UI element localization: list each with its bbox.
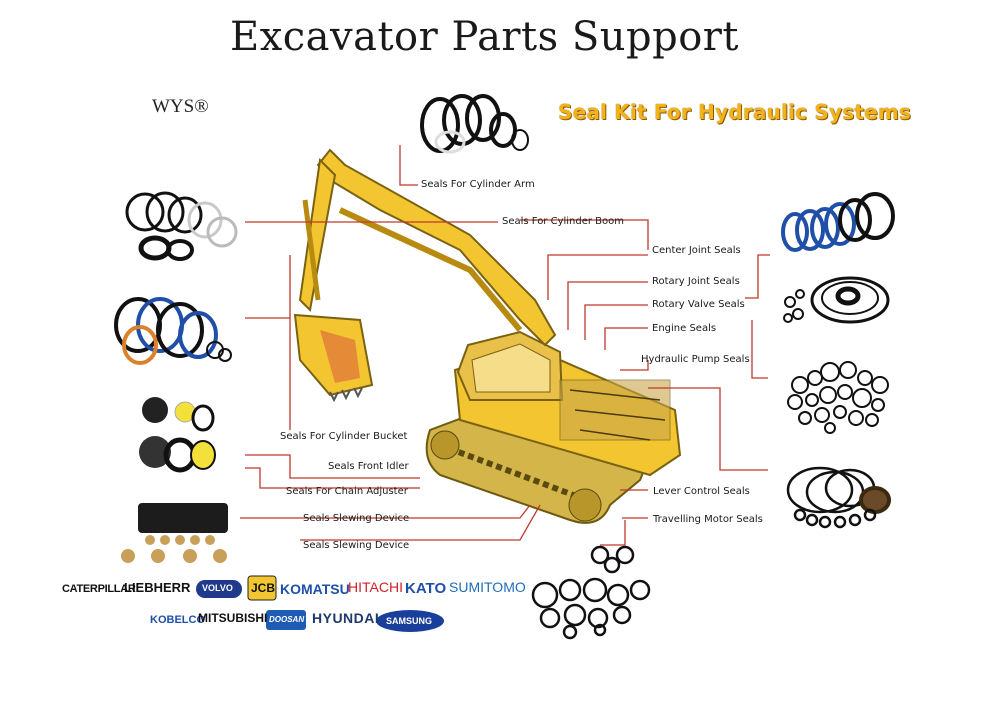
- volvo-logo-badge: [196, 580, 242, 598]
- label-lever-control: Lever Control Seals: [653, 486, 750, 497]
- logo-kobelco: KOBELCO: [150, 614, 205, 626]
- logo-kato: KATO: [405, 580, 447, 597]
- label-travelling-motor: Travelling Motor Seals: [653, 514, 763, 525]
- label-chain-adjuster: Seals For Chain Adjuster: [286, 486, 408, 497]
- logo-doosan: DOOSAN: [269, 615, 305, 624]
- logo-caterpillar: CATERPILLAR: [62, 583, 136, 595]
- seal-kit-cylinder-boom: [125, 191, 238, 261]
- seal-kit-rotary-joint: [783, 276, 890, 324]
- logo-jcb: JCB: [251, 581, 276, 595]
- seal-kit-cylinder-arm: [420, 94, 529, 154]
- label-cylinder-arm: Seals For Cylinder Arm: [421, 179, 535, 190]
- label-cylinder-boom: Seals For Cylinder Boom: [502, 216, 625, 227]
- page-title: Excavator Parts Support: [230, 14, 739, 60]
- kit-title: Seal Kit For Hydraulic Systems: [558, 100, 912, 124]
- label-center-joint: Center Joint Seals: [652, 245, 741, 256]
- leader-lines: [240, 145, 770, 546]
- logo-komatsu: KOMATSU: [280, 581, 350, 597]
- logo-volvo: VOLVO: [202, 583, 233, 593]
- label-hydraulic-pump: Hydraulic Pump Seals: [641, 354, 750, 365]
- label-rotary-joint: Rotary Joint Seals: [652, 276, 740, 287]
- label-front-idler: Seals Front Idler: [328, 461, 409, 472]
- label-cylinder-bucket: Seals For Cylinder Bucket: [280, 431, 408, 442]
- brand-mark: WYS®: [152, 96, 209, 117]
- logo-mitsubishi: MITSUBISHI: [198, 611, 268, 625]
- logo-samsung: SAMSUNG: [386, 616, 433, 626]
- seal-kit-cylinder-bucket: [114, 297, 232, 365]
- seal-kit-slewing-device: [121, 503, 228, 563]
- logo-hitachi: HITACHI: [348, 579, 403, 595]
- seal-kit-travelling-motor: [531, 545, 651, 640]
- logo-liebherr: LIEBHERR: [124, 580, 191, 595]
- logo-sumitomo: SUMITOMO: [449, 579, 526, 595]
- label-rotary-valve: Rotary Valve Seals: [652, 299, 745, 310]
- excavator-illustration: [293, 148, 682, 524]
- seal-kit-hydraulic-pump: [787, 361, 889, 434]
- samsung-logo-badge: [376, 610, 444, 632]
- logo-hyundai: HYUNDAI: [312, 610, 380, 626]
- label-engine: Engine Seals: [652, 323, 717, 334]
- label-slewing-device: Seals Slewing Device: [303, 513, 410, 524]
- label-slewing-device-2: Seals Slewing Device: [303, 540, 410, 551]
- jcb-logo-badge: [247, 575, 277, 601]
- doosan-logo-badge: [266, 610, 306, 630]
- seal-kit-center-joint: [781, 192, 895, 252]
- seal-kit-lever-control: [786, 466, 891, 529]
- seal-kit-front-idler: [139, 397, 216, 473]
